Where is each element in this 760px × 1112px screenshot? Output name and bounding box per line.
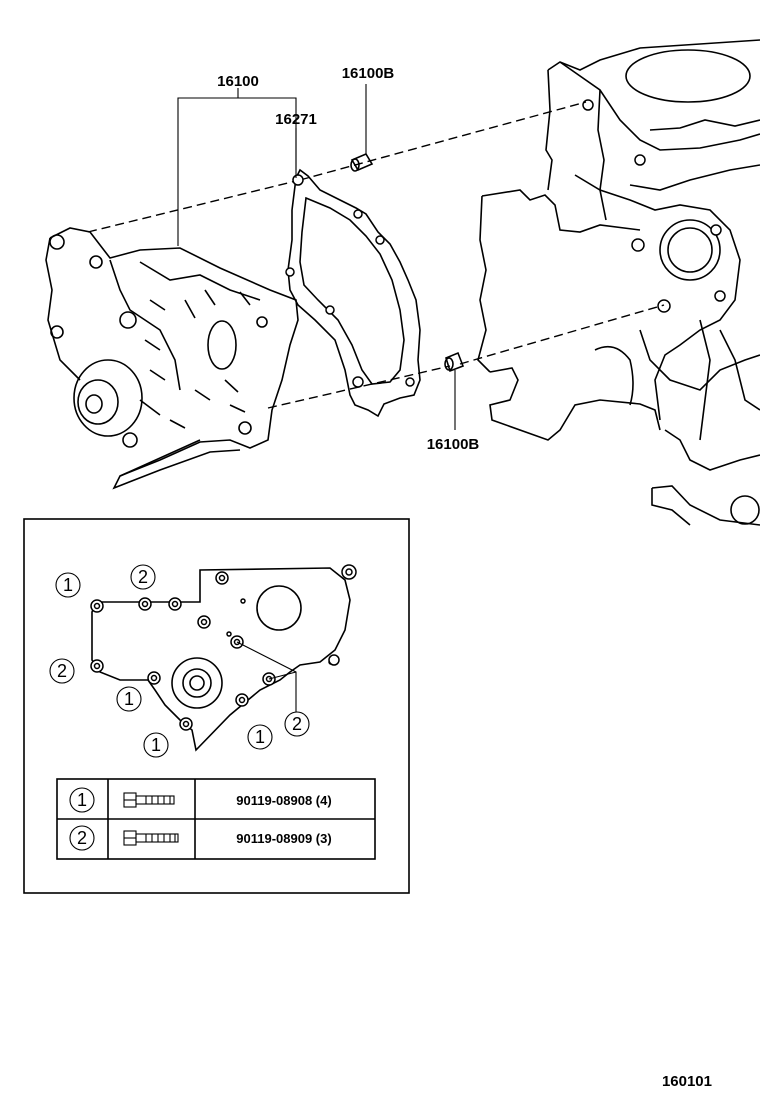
bolt-table: 1 90119-08908 (4) 2 90119-08 bbox=[56, 778, 376, 860]
engine-block-drawing bbox=[477, 39, 760, 526]
bolt-marker-1-bottom: 1 bbox=[247, 724, 273, 750]
bolt-part-number: 90119-08909 (3) bbox=[236, 831, 331, 846]
bolt-marker-2-left: 2 bbox=[49, 658, 75, 684]
bolt-marker-2-top: 2 bbox=[130, 564, 156, 590]
svg-text:1: 1 bbox=[151, 735, 161, 755]
callout-water-pump: 16100 bbox=[217, 73, 259, 90]
svg-text:2: 2 bbox=[292, 714, 302, 734]
alignment-lines bbox=[87, 101, 665, 409]
bolt-marker-2-right: 2 bbox=[284, 711, 310, 737]
bolt-marker-1-bottom-left: 1 bbox=[143, 732, 169, 758]
svg-text:1: 1 bbox=[124, 689, 134, 709]
dowel-pin-bottom bbox=[444, 351, 465, 373]
svg-text:2: 2 bbox=[77, 828, 87, 848]
svg-text:2: 2 bbox=[138, 567, 148, 587]
bolt-icon bbox=[123, 792, 175, 808]
callout-gasket: 16271 bbox=[275, 111, 317, 128]
callout-dowel-bottom: 16100B bbox=[427, 436, 480, 453]
svg-text:2: 2 bbox=[57, 661, 67, 681]
svg-text:1: 1 bbox=[63, 575, 73, 595]
bolt-icon bbox=[123, 830, 179, 846]
figure-code: 160101 bbox=[662, 1073, 712, 1090]
bolt-location-inset: 1 2 2 1 1 1 2 bbox=[23, 518, 410, 894]
bolt-table-row-2: 2 90119-08909 (3) bbox=[69, 825, 332, 851]
bolt-part-number: 90119-08908 (4) bbox=[236, 793, 331, 808]
svg-text:1: 1 bbox=[255, 727, 265, 747]
water-pump-drawing bbox=[45, 227, 299, 490]
bolt-marker-1-top-left: 1 bbox=[55, 572, 81, 598]
bolt-table-row-1: 1 90119-08908 (4) bbox=[69, 787, 332, 813]
dowel-pin-top bbox=[350, 152, 374, 172]
svg-text:1: 1 bbox=[77, 790, 87, 810]
gasket-drawing bbox=[285, 168, 421, 418]
bolt-marker-1-mid: 1 bbox=[116, 686, 142, 712]
callout-dowel-top: 16100B bbox=[342, 65, 395, 82]
leader-lines bbox=[177, 84, 456, 430]
